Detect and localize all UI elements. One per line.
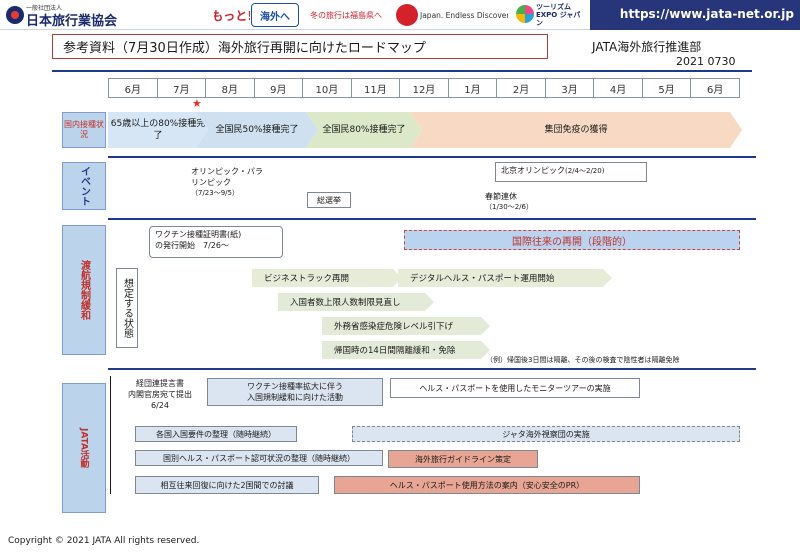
campaign-badge-kaigai: 海外へ [251, 3, 299, 27]
tourism-expo-icon [516, 5, 534, 23]
section-label-events-text: イベント [78, 166, 90, 206]
vaccination-advocacy-line1: ワクチン接種率拡大に伴う [247, 382, 343, 391]
section-divider [108, 218, 756, 220]
month-cell: 9月 [255, 79, 304, 97]
milestone-50-percent: 全国民50%接種完了 [196, 112, 318, 148]
department-name: JATA海外旅行推進部 [592, 40, 702, 54]
section-divider [108, 368, 756, 370]
month-cell: 10月 [303, 79, 352, 97]
event-beijing-olympics: 北京オリンピック(2/4～2/20) [495, 162, 647, 182]
month-cell: 8月 [206, 79, 255, 97]
url-banner [590, 0, 800, 30]
vaccination-advocacy-line2: 入国規制緩和に向けた活動 [247, 393, 343, 402]
vaccine-certificate-line1: ワクチン接種証明書(紙) [155, 230, 242, 239]
step-digital-health-passport: デジタルヘルス・パスポート運用開始 [398, 269, 612, 287]
event-beijing-title: 北京オリンピック [501, 166, 565, 175]
vaccination-advocacy: ワクチン接種率拡大に伴う 入国規制緩和に向けた活動 [207, 378, 383, 406]
month-cell: 7月 [158, 79, 207, 97]
travel-guideline: 海外旅行ガイドライン策定 [388, 450, 538, 468]
month-cell: 3月 [546, 79, 595, 97]
milestone-elderly-80-percent: 65歳以上の80%接種完了 [108, 112, 208, 148]
international-travel-resumption: 国際往来の再開（段階的） [404, 230, 740, 250]
month-cell: 2月 [497, 79, 546, 97]
month-cell: 1月 [449, 79, 498, 97]
event-beijing-dates: (2/4～2/20) [565, 167, 605, 175]
health-passport-approvals: 国別ヘルス・パスポート認可状況の整理（随時継続） [135, 450, 383, 466]
jata-bracket [110, 376, 118, 494]
event-olympics-dates: （7/23～9/5） [191, 189, 239, 197]
event-olympics-title: オリンピック・パラリンピック [191, 167, 263, 187]
month-cell: 12月 [400, 79, 449, 97]
section-label-travel: 渡航規制緩和 [62, 225, 106, 355]
vaccine-certificate-line2: の発行開始 7/26～ [155, 241, 229, 250]
event-spring-festival: 春節連休 （1/30～2/6） [480, 189, 560, 219]
month-cell: 11月 [352, 79, 401, 97]
campaign-badge-motto: もっと! [214, 8, 250, 23]
monitor-tour: ヘルス・パスポートを使用したモニターツアーの実施 [390, 378, 640, 398]
org-name: 日本旅行業協会 [26, 14, 118, 29]
milestone-herd-immunity: 集団免疫の獲得 [410, 112, 742, 148]
step-entry-cap-review: 入国者数上限人数制限見直し [278, 293, 434, 311]
month-cell: 6月 [706, 84, 724, 96]
entry-requirements: 各国入国要件の整理（随時継続） [135, 426, 297, 442]
health-passport-guide: ヘルス・パスポート使用方法の案内（安心安全のPR） [334, 476, 640, 494]
japan-brand-icon [396, 4, 418, 26]
event-spring-title: 春節連休 [485, 192, 517, 201]
campaign-badge-fukushima: 冬の旅行は福島県へ [310, 10, 382, 20]
current-date-star-icon: ★ [192, 97, 202, 110]
keidanren-proposal: 経団連提言書 内閣官房宛て提出 6/24 [118, 378, 202, 414]
bilateral-talks: 相互往来回復に向けた2国間での討議 [135, 476, 319, 494]
assumed-state-label: 想定する状態 [116, 268, 138, 348]
org-subtitle: 一般社団法人 [26, 5, 63, 12]
document-date: 2021 0730 [676, 55, 736, 68]
vaccine-certificate-note: ワクチン接種証明書(紙) の発行開始 7/26～ [149, 226, 283, 258]
overseas-inspection: ジャタ海外視察団の実施 [352, 426, 740, 442]
japan-endless-discovery-logo: Japan. Endless Discovery. [420, 10, 508, 20]
section-label-jata-text: JATA活動 [78, 427, 89, 469]
jata-logo-icon [6, 6, 24, 24]
tourism-expo-logo: ツーリズム EXPO ジャパン [536, 3, 581, 27]
month-cell: 4月 [594, 79, 643, 97]
milestone-80-percent: 全国民80%接種完了 [306, 112, 422, 148]
step-risk-level-lowered: 外務省感染症危険レベル引下げ [322, 317, 490, 335]
keidanren-line3: 6/24 [151, 401, 169, 410]
section-divider [108, 156, 756, 158]
month-timeline: 6月 7月 8月 9月 10月 11月 12月 1月 2月 3月 4月 5月 6… [108, 78, 740, 98]
title-divider [52, 70, 752, 72]
keidanren-line1: 経団連提言書 [136, 379, 184, 388]
event-election: 総選挙 [307, 192, 351, 208]
month-cell: 5月 [643, 79, 692, 97]
page-title: 参考資料（7月30日作成）海外旅行再開に向けたロードマップ [52, 34, 548, 59]
event-olympics: オリンピック・パラリンピック （7/23～9/5） [186, 164, 272, 206]
section-label-travel-text: 渡航規制緩和 [78, 260, 90, 320]
step-quarantine-relaxation: 帰国時の14日間隔離緩和・免除 [322, 341, 490, 359]
quarantine-example-note: （例）帰国後3日間は隔離、その後の検査で陰性者は隔離免除 [486, 356, 680, 364]
section-label-domestic: 国内接種状況 [62, 112, 106, 148]
site-url-link[interactable]: https://www.jata-net.or.jp [619, 7, 794, 21]
section-label-jata: JATA活動 [62, 383, 106, 513]
keidanren-line2: 内閣官房宛て提出 [128, 390, 192, 399]
step-business-track: ビジネストラック再開 [252, 269, 402, 287]
assumed-state-text: 想定する状態 [121, 278, 133, 338]
copyright: Copyright © 2021 JATA All rights reserve… [8, 536, 200, 546]
event-spring-dates: （1/30～2/6） [485, 203, 533, 211]
section-label-events: イベント [62, 162, 106, 210]
month-cell: 6月 [109, 79, 158, 97]
